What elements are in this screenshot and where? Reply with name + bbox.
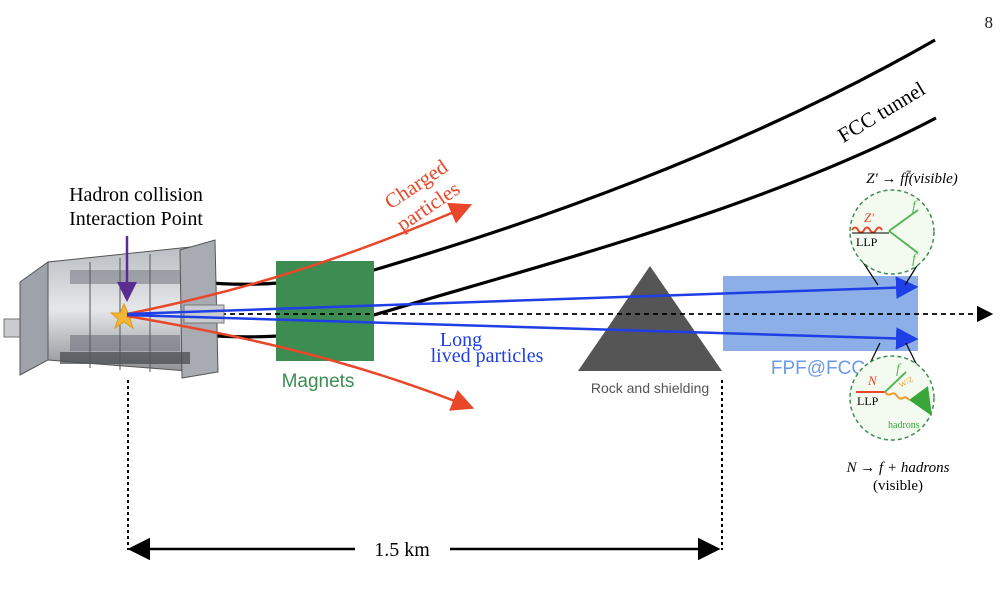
hadron-jet	[909, 386, 932, 416]
f-line-bottom	[884, 371, 907, 393]
n-decay-label-line2: (visible)	[873, 478, 923, 494]
inset-top-circle	[849, 189, 935, 275]
magnet-block	[276, 261, 374, 361]
rock-shielding	[578, 266, 722, 371]
inset-top-mediator: Z′	[864, 210, 874, 225]
llp-track-up	[126, 276, 919, 316]
inset-top-out2: f̄	[912, 251, 919, 267]
zprime-decay-label: Z′ → ff̄(visible)	[866, 171, 958, 187]
inset-top-source: LLP	[856, 235, 878, 249]
f-line-top	[888, 209, 919, 232]
inset-bottom-mediator: N	[867, 373, 878, 388]
page-number: 8	[985, 13, 994, 32]
inset-bottom-out1: f	[896, 362, 902, 377]
ip-label-line1: Hadron collision	[69, 184, 203, 206]
n-decay-label-line1: N → f + hadrons	[846, 460, 950, 476]
inset-bottom-jet: hadrons	[888, 420, 920, 431]
hadron-detector	[3, 239, 225, 379]
charged-track-down	[126, 314, 475, 411]
llp-label-line1: Long	[440, 329, 482, 351]
magnets-label: Magnets	[282, 371, 355, 392]
rock-label: Rock and shielding	[591, 380, 709, 396]
inset-bottom-source: LLP	[857, 394, 879, 408]
fpf-label: FPF@FCC	[771, 358, 865, 379]
inset-bottom-circle	[849, 355, 935, 441]
fbar-line-top	[888, 230, 919, 254]
inset-top-out1: f	[912, 199, 918, 214]
ip-label-line2: Interaction Point	[69, 208, 203, 230]
distance-label: 1.5 km	[374, 539, 430, 561]
charged-track-up	[126, 202, 473, 316]
llp-label-line2: lived particles	[431, 345, 544, 367]
zprime-propagator	[851, 226, 883, 234]
llp-track-down	[126, 313, 919, 350]
wz-propagator	[884, 391, 910, 401]
